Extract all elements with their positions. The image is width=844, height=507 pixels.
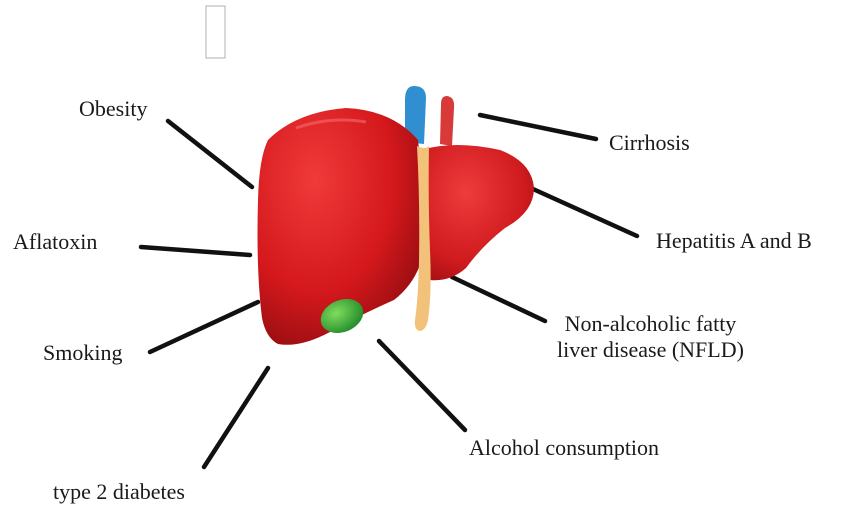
label-nafld-line1: Non-alcoholic fatty [557,311,744,337]
label-aflatoxin: Aflatoxin [13,229,97,255]
label-nafld-line2: liver disease (NFLD) [557,337,744,363]
pointer-hepatitis [533,189,637,236]
label-alcohol-consumption: Alcohol consumption [469,435,659,461]
pointer-cirrhosis [480,115,596,139]
pointer-smoking [150,302,258,352]
outline-box [206,6,225,58]
label-smoking: Smoking [43,340,122,366]
pointer-alcohol [379,341,465,430]
label-obesity: Obesity [79,96,147,122]
label-type2-diabetes: type 2 diabetes [53,479,185,505]
label-nafld: Non-alcoholic fatty liver disease (NFLD) [557,311,744,363]
pointer-nafld [452,277,545,321]
hepatic-artery [440,96,454,146]
liver-left-lobe [421,145,534,280]
pointer-obesity [168,121,252,187]
pointer-diabetes [204,368,268,467]
label-cirrhosis: Cirrhosis [609,130,690,156]
pointer-aflatoxin [141,247,250,255]
label-hepatitis: Hepatitis A and B [656,228,812,254]
